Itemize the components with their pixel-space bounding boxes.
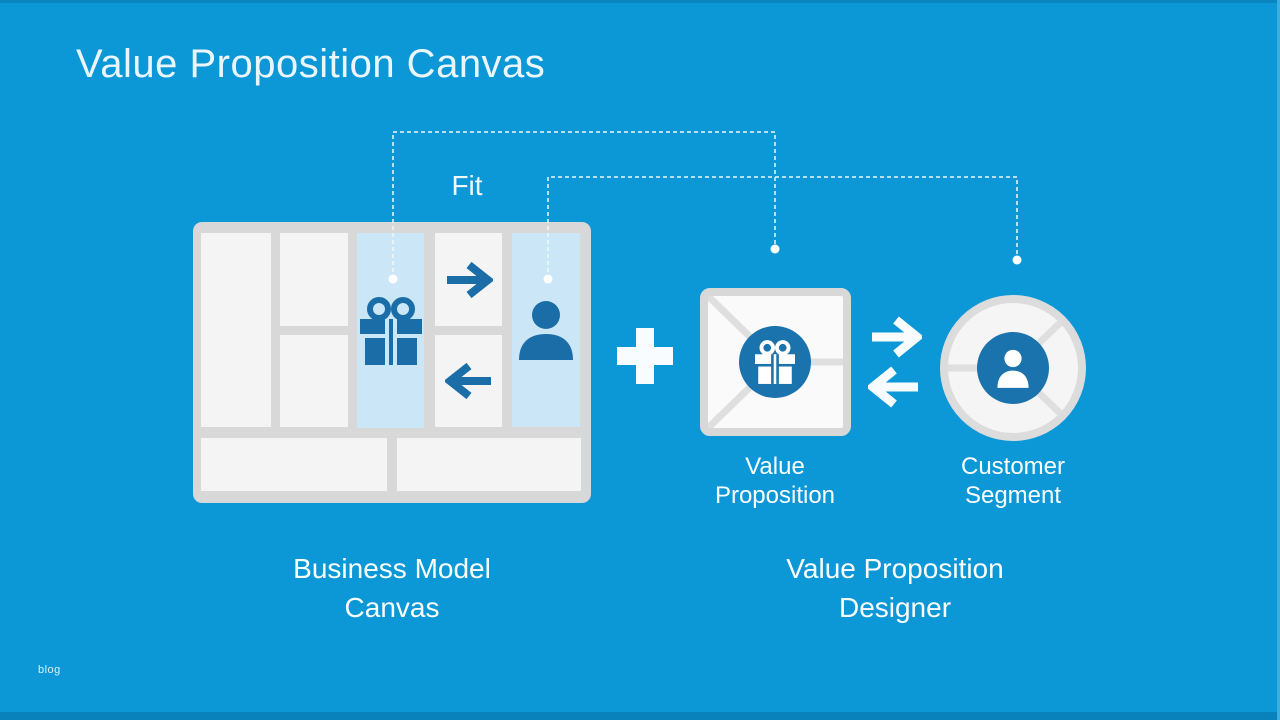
arrow-left-icon — [444, 362, 491, 400]
blog-watermark: blog — [38, 664, 61, 676]
arrow-right-icon — [446, 261, 493, 298]
customer-segment-label: Customer Segment — [913, 452, 1113, 510]
bmc-cell-key-activities — [280, 233, 348, 326]
customer-segment-label-line1: Customer — [960, 453, 1066, 480]
user-icon — [519, 301, 573, 360]
right-edge-strip — [1277, 0, 1280, 720]
customer-segment-label-line2: Segment — [964, 482, 1062, 509]
bmc-cell-revenue-streams — [397, 438, 581, 491]
gift-icon — [359, 296, 422, 365]
arrow-left-icon — [868, 366, 918, 408]
connector-path-segment — [547, 176, 1018, 279]
bmc-cell-value-proposition — [357, 233, 424, 428]
value-proposition-square — [700, 288, 851, 436]
user-icon — [997, 349, 1029, 388]
bmc-cell-cost-structure — [201, 438, 387, 491]
bmc-caption-line2: Canvas — [344, 592, 440, 623]
connector-dot — [770, 244, 780, 254]
plus-icon — [617, 328, 673, 384]
bmc-cell-customer-relationships — [435, 233, 502, 326]
business-model-canvas-caption: Business Model Canvas — [232, 549, 552, 627]
vpd-caption-line1: Value Proposition — [786, 553, 1004, 584]
fit-label: Fit — [451, 170, 483, 201]
value-proposition-label-line2: Proposition — [714, 482, 836, 509]
cs-badge — [977, 332, 1049, 404]
gift-icon — [755, 340, 795, 384]
page-title: Value Proposition Canvas — [76, 42, 546, 86]
bmc-cell-customer-segments — [512, 233, 580, 427]
plus-vertical-bar — [636, 328, 654, 384]
value-proposition-label: Value Proposition — [675, 452, 875, 510]
customer-segment-circle — [940, 295, 1086, 441]
value-proposition-designer-caption: Value Proposition Designer — [735, 549, 1055, 627]
bmc-cell-channels — [435, 335, 502, 427]
value-proposition-label-line1: Value — [745, 453, 805, 480]
connector-dot — [1012, 255, 1022, 265]
bottom-edge-strip — [0, 712, 1280, 720]
bmc-cell-key-partners — [201, 233, 271, 427]
vpd-caption-line2: Designer — [838, 592, 952, 623]
bmc-cell-key-resources — [280, 335, 348, 427]
arrow-right-icon — [872, 316, 922, 358]
vp-badge — [739, 326, 811, 398]
business-model-canvas — [193, 222, 591, 503]
bmc-caption-line1: Business Model — [293, 553, 491, 584]
top-edge-strip — [0, 0, 1280, 3]
